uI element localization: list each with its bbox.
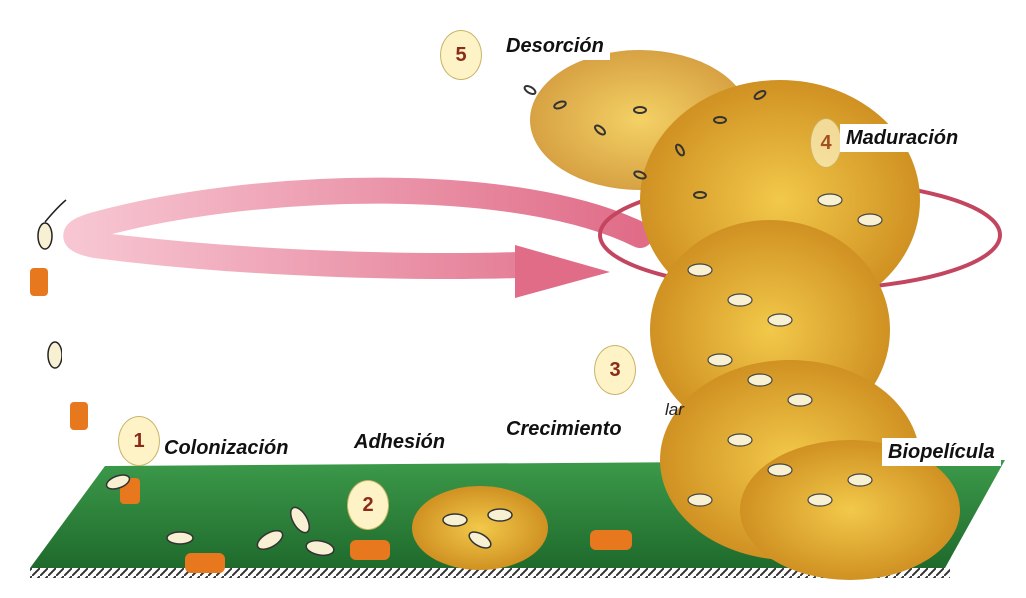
stage-5-label: Desorción xyxy=(500,32,610,60)
biofilm-label: Biopelícula xyxy=(882,438,1001,466)
stage-2-label: Adhesión xyxy=(348,428,451,456)
stage-5-badge: 5 xyxy=(440,30,482,80)
partial-label-fragment: lar xyxy=(665,400,684,420)
stage-2-badge: 2 xyxy=(347,480,389,530)
stage-1-label: Colonización xyxy=(158,434,294,462)
stage-4-badge: 4 xyxy=(810,118,842,168)
stage-1-badge: 1 xyxy=(118,416,160,466)
blank-box xyxy=(62,290,310,400)
stage-4-label: Maduración xyxy=(840,124,964,152)
stage-3-label: Crecimiento xyxy=(500,415,628,443)
stage-3-badge: 3 xyxy=(594,345,636,395)
